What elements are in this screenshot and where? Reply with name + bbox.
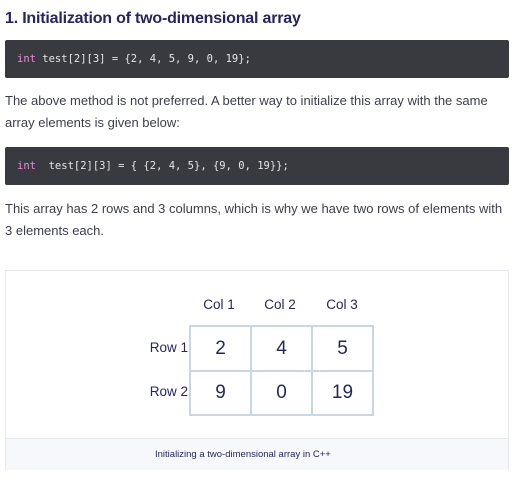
- array-cell: 5: [312, 326, 373, 371]
- row-label-2: Row 2: [149, 384, 188, 399]
- array-cell: 19: [312, 371, 373, 415]
- figure-caption: Initializing a two-dimensional array in …: [6, 438, 508, 470]
- column-label-2: Col 2: [264, 297, 296, 312]
- code-keyword: int: [17, 160, 36, 172]
- code-block-nested[interactable]: int test[2][3] = { {2, 4, 5}, {9, 0, 19}…: [5, 147, 509, 185]
- paragraph-not-preferred: The above method is not preferred. A bet…: [5, 93, 488, 130]
- column-label-3: Col 3: [326, 297, 358, 312]
- code-text: test[2][3] = { {2, 4, 5}, {9, 0, 19}};: [35, 160, 289, 172]
- code-keyword: int: [17, 53, 36, 65]
- paragraph-rows-columns: This array has 2 rows and 3 columns, whi…: [5, 201, 503, 238]
- array-grid: 2 4 5 9 0 19: [189, 325, 374, 416]
- column-label-1: Col 1: [203, 297, 235, 312]
- figure-caption-text: Initializing a two-dimensional array in …: [155, 449, 331, 460]
- array-cell: 2: [190, 326, 251, 371]
- array-cell: 4: [251, 326, 312, 371]
- row-label-1: Row 1: [149, 340, 188, 355]
- code-block-flat[interactable]: int test[2][3] = {2, 4, 5, 9, 0, 19};: [5, 40, 509, 78]
- section-heading: 1. Initialization of two-dimensional arr…: [5, 10, 301, 27]
- code-text: test[2][3] = {2, 4, 5, 9, 0, 19};: [35, 53, 251, 65]
- array-cell: 9: [190, 371, 251, 415]
- array-cell: 0: [251, 371, 312, 415]
